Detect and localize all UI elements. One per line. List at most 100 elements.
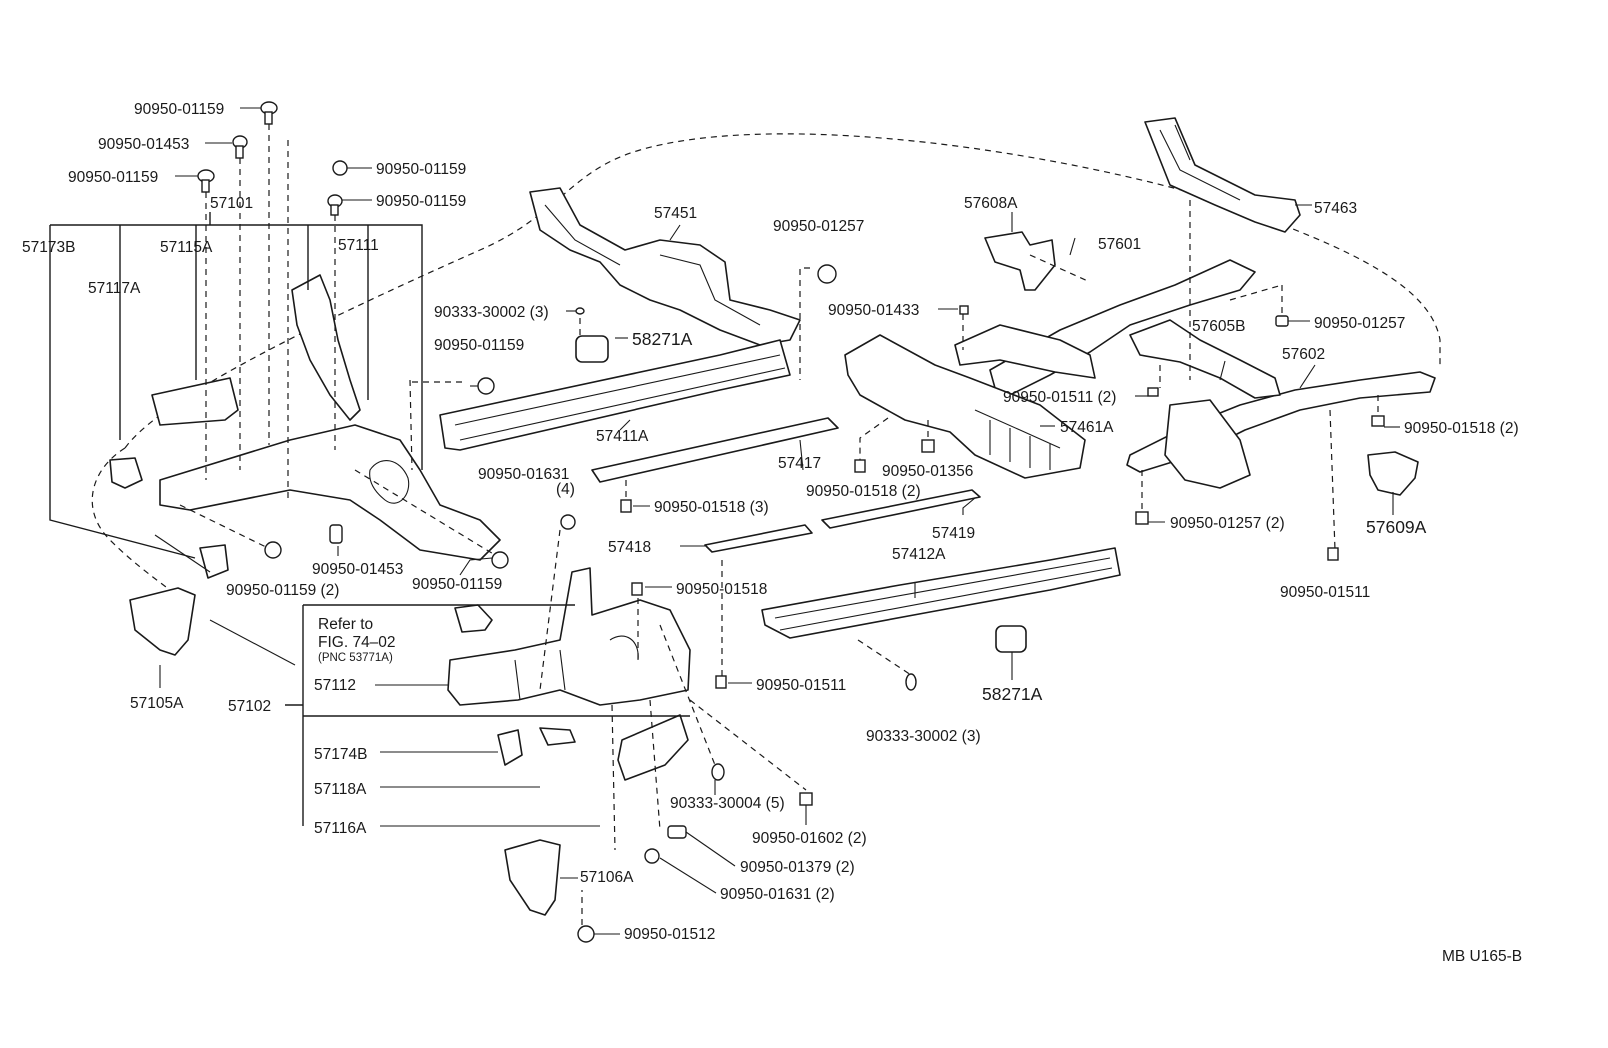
part-58271a-lower[interactable] xyxy=(995,625,1027,653)
fastener-plug-30002-low[interactable] xyxy=(905,673,917,691)
fastener-plug-01257-top[interactable] xyxy=(817,264,837,284)
fastener-bolt-01518-center[interactable] xyxy=(854,459,866,473)
part-57111[interactable] xyxy=(159,274,501,561)
label-90950-01356[interactable]: 90950-01356 xyxy=(882,463,973,480)
label-90950-01518-a[interactable]: 90950-01518 (2) xyxy=(1404,420,1519,437)
fastener-plug-01631-low[interactable] xyxy=(644,848,660,864)
fastener-nut-01602[interactable] xyxy=(799,792,813,806)
part-57461a[interactable] xyxy=(844,334,1086,479)
label-57608a[interactable]: 57608A xyxy=(964,195,1018,212)
label-90950-01433[interactable]: 90950-01433 xyxy=(828,302,919,319)
label-90333-30002-a[interactable]: 90333-30002 (3) xyxy=(434,304,549,321)
label-57105a[interactable]: 57105A xyxy=(130,695,184,712)
part-57418[interactable] xyxy=(704,524,813,553)
fastener-bolt-01518-sill[interactable] xyxy=(620,499,632,513)
fastener-plug-01159-sill[interactable] xyxy=(477,377,495,395)
fastener-bolt-01379[interactable] xyxy=(667,825,687,839)
part-refer-bracket[interactable] xyxy=(454,604,493,633)
fastener-plug-01631[interactable] xyxy=(560,514,576,530)
label-90950-01453-a[interactable]: 90950-01453 xyxy=(98,136,189,153)
part-57112[interactable] xyxy=(447,567,691,706)
fastener-nut-01356[interactable] xyxy=(921,439,935,453)
fastener-plug-30002-top[interactable] xyxy=(575,307,585,315)
fastener-bolt-01453-low[interactable] xyxy=(329,524,343,544)
label-90950-01602[interactable]: 90950-01602 (2) xyxy=(752,830,867,847)
fastener-plug-30004[interactable] xyxy=(711,763,725,781)
label-57118a[interactable]: 57118A xyxy=(314,781,367,798)
fastener-bolt-01511-far-right[interactable] xyxy=(1327,547,1339,561)
label-90950-01159-e[interactable]: 90950-01159 xyxy=(434,337,524,354)
label-refer-line2[interactable]: FIG. 74–02 xyxy=(318,634,396,651)
label-57601[interactable]: 57601 xyxy=(1098,236,1141,253)
label-90950-01159-c[interactable]: 90950-01159 xyxy=(376,161,466,178)
label-57111[interactable]: 57111 xyxy=(338,237,379,254)
label-90950-01518-b[interactable]: 90950-01518 (3) xyxy=(654,499,769,516)
fastener-plug-01512[interactable] xyxy=(577,925,595,943)
label-57106a[interactable]: 57106A xyxy=(580,869,634,886)
label-57451[interactable]: 57451 xyxy=(654,205,697,222)
fastener-clip-01159-top[interactable] xyxy=(260,101,278,125)
label-57605b[interactable]: 57605B xyxy=(1192,318,1245,335)
part-57609a[interactable] xyxy=(1367,451,1419,496)
part-57173b-lower[interactable] xyxy=(199,544,229,579)
fastener-nut-01433[interactable] xyxy=(959,305,969,315)
label-90950-01631-a-qty[interactable]: (4) xyxy=(556,481,575,498)
part-57174b[interactable] xyxy=(497,729,523,766)
fastener-nut-01257-right[interactable] xyxy=(1275,315,1289,327)
fastener-plug-01159-low[interactable] xyxy=(491,551,509,569)
label-90950-01631-a[interactable]: 90950-01631 xyxy=(478,466,569,483)
label-90950-01257-a[interactable]: 90950-01257 xyxy=(773,218,864,235)
part-57419[interactable] xyxy=(821,489,981,529)
fastener-nut-01257-lower[interactable] xyxy=(1135,511,1149,525)
label-57174b[interactable]: 57174B xyxy=(314,746,367,763)
part-57173b-bracket[interactable] xyxy=(109,457,143,489)
label-90950-01511-a[interactable]: 90950-01511 (2) xyxy=(1003,389,1116,406)
label-90950-01518-d[interactable]: 90950-01518 xyxy=(676,581,767,598)
label-90950-01453-b[interactable]: 90950-01453 xyxy=(312,561,403,578)
part-58271a-upper[interactable] xyxy=(575,335,609,363)
label-57411a[interactable]: 57411A xyxy=(596,428,649,445)
label-57463[interactable]: 57463 xyxy=(1314,200,1357,217)
label-refer-line3[interactable]: (PNC 53771A) xyxy=(318,652,393,664)
part-57118a[interactable] xyxy=(539,727,576,746)
label-57417[interactable]: 57417 xyxy=(778,455,821,472)
label-90333-30004[interactable]: 90333-30004 (5) xyxy=(670,795,785,812)
label-90333-30002-b[interactable]: 90333-30002 (3) xyxy=(866,728,981,745)
part-57117a[interactable] xyxy=(151,377,239,426)
fastener-clip-01159-mid2[interactable] xyxy=(327,194,343,216)
label-57115a[interactable]: 57115A xyxy=(160,239,213,256)
part-57412a[interactable] xyxy=(761,547,1121,639)
part-57608a[interactable] xyxy=(984,231,1056,291)
label-90950-01159-a[interactable]: 90950-01159 xyxy=(134,101,224,118)
fastener-clip-01159-pair[interactable] xyxy=(264,541,282,559)
label-58271a-a[interactable]: 58271A xyxy=(632,329,693,349)
label-57102[interactable]: 57102 xyxy=(228,698,271,715)
label-57112[interactable]: 57112 xyxy=(314,677,356,694)
label-90950-01518-c[interactable]: 90950-01518 (2) xyxy=(806,483,921,500)
label-57418[interactable]: 57418 xyxy=(608,539,651,556)
label-90950-01257-b[interactable]: 90950-01257 xyxy=(1314,315,1405,332)
label-57602[interactable]: 57602 xyxy=(1282,346,1325,363)
label-90950-01631-b[interactable]: 90950-01631 (2) xyxy=(720,886,835,903)
label-90950-01257-c[interactable]: 90950-01257 (2) xyxy=(1170,515,1285,532)
part-57116a[interactable] xyxy=(617,714,689,781)
label-57101[interactable]: 57101 xyxy=(210,195,253,212)
label-57609a[interactable]: 57609A xyxy=(1366,517,1427,537)
label-90950-01379[interactable]: 90950-01379 (2) xyxy=(740,859,855,876)
fastener-bolt-01511-low[interactable] xyxy=(715,675,727,689)
label-57419[interactable]: 57419 xyxy=(932,525,975,542)
label-57117a[interactable]: 57117A xyxy=(88,280,141,297)
fastener-bolt-01511-right[interactable] xyxy=(1147,387,1159,397)
fastener-bolt-01518-right[interactable] xyxy=(1371,415,1385,427)
part-57411a[interactable] xyxy=(439,339,791,451)
label-57412a[interactable]: 57412A xyxy=(892,546,946,563)
part-57106a[interactable] xyxy=(504,839,561,916)
label-57461a[interactable]: 57461A xyxy=(1060,419,1114,436)
label-57116a[interactable]: 57116A xyxy=(314,820,367,837)
fastener-clip-01159-mid1[interactable] xyxy=(332,160,348,176)
fastener-clip-01159-left[interactable] xyxy=(197,169,215,193)
label-58271a-b[interactable]: 58271A xyxy=(982,684,1043,704)
part-57417[interactable] xyxy=(591,417,839,483)
label-90950-01159-d[interactable]: 90950-01159 xyxy=(376,193,466,210)
part-57601[interactable] xyxy=(954,259,1256,396)
